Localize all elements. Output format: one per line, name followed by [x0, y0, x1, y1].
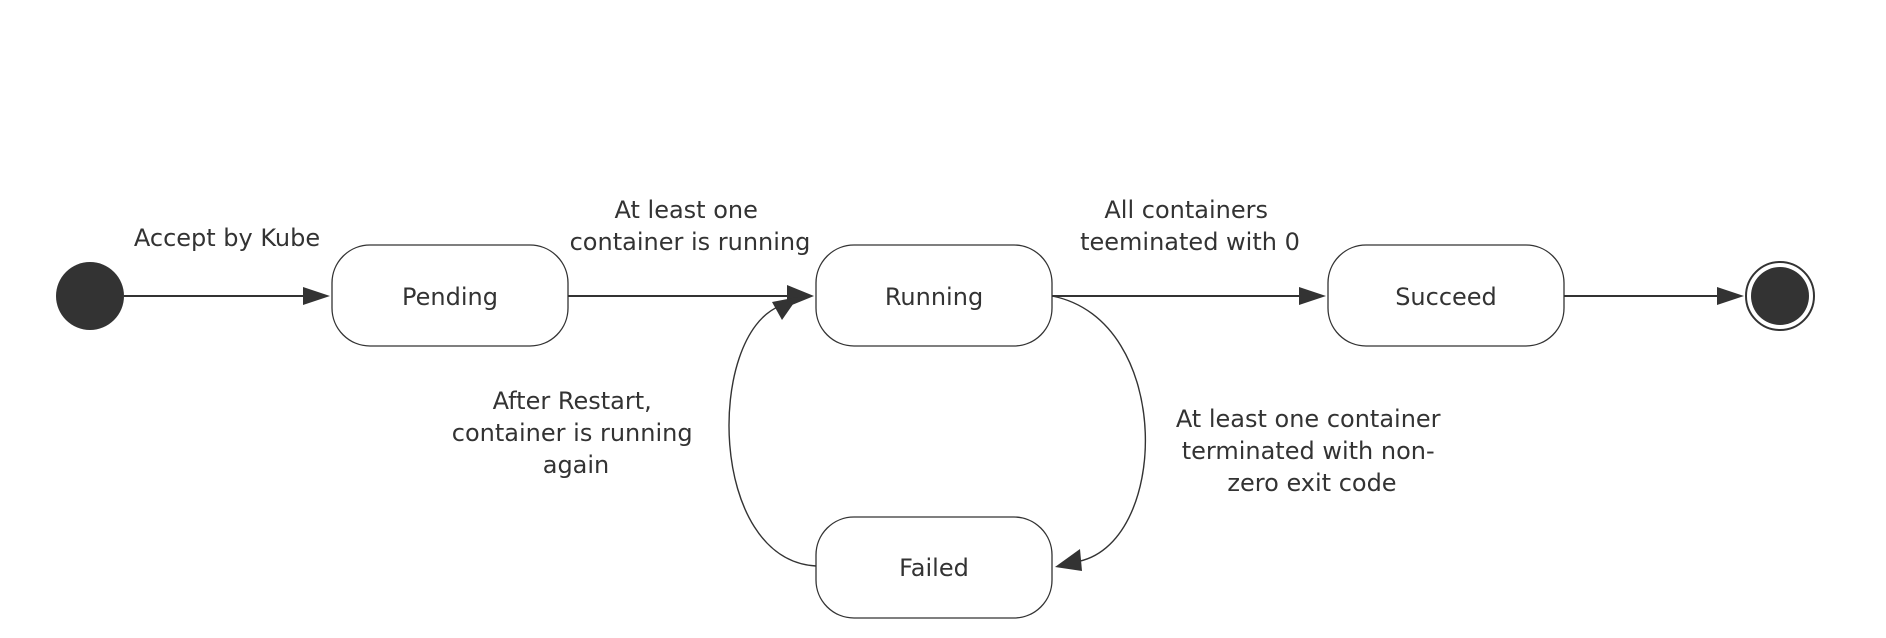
label-accept-by-kube: Accept by Kube	[134, 224, 320, 252]
state-running-label: Running	[885, 283, 983, 311]
edge-running-to-failed	[1051, 295, 1146, 571]
edge-running-to-succeed	[1052, 287, 1326, 305]
state-running: Running	[815, 244, 1053, 347]
state-pending-label: Pending	[402, 283, 498, 311]
label-pending-to-running: At least one container is running	[570, 196, 811, 256]
label-running-to-failed: At least one container terminated with n…	[1176, 405, 1448, 497]
edge-succeed-to-final	[1564, 287, 1744, 305]
state-pending: Pending	[331, 244, 569, 347]
state-failed-label: Failed	[899, 554, 969, 582]
edge-failed-to-running	[728, 297, 817, 567]
final-state-marker	[1745, 261, 1815, 331]
edge-start-to-pending	[124, 287, 330, 305]
state-succeed-label: Succeed	[1395, 283, 1497, 311]
state-failed: Failed	[815, 516, 1053, 619]
label-running-to-succeed: All containers teeminated with 0	[1080, 196, 1300, 256]
initial-state-marker	[56, 262, 124, 330]
state-succeed: Succeed	[1327, 244, 1565, 347]
label-failed-to-running: After Restart, container is running agai…	[452, 387, 700, 479]
